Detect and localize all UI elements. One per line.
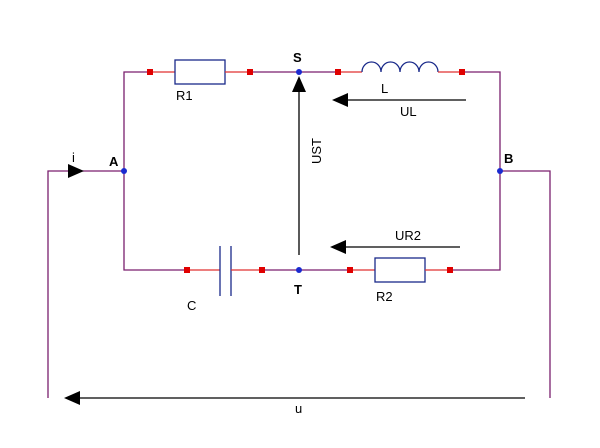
r2-label: R2 <box>376 289 393 304</box>
left-lead-wire <box>47 170 124 398</box>
u-label: u <box>295 401 302 416</box>
node-b-dot <box>497 168 503 174</box>
capacitor-label: C <box>187 298 196 313</box>
ust-label: UST <box>309 138 324 164</box>
ur2-label: UR2 <box>395 228 421 243</box>
terminal <box>259 267 265 273</box>
node-a-dot <box>121 168 127 174</box>
bottom-left-wire <box>123 171 187 271</box>
terminal <box>335 69 341 75</box>
outer-wires <box>47 71 551 398</box>
bottom-branch <box>187 246 450 296</box>
top-branch <box>150 59 462 85</box>
ul-arrow-head <box>332 93 348 107</box>
node-b-label: B <box>504 151 513 166</box>
terminal <box>347 267 353 273</box>
terminal <box>447 267 453 273</box>
ur2-arrow-head <box>330 240 346 254</box>
terminal <box>459 69 465 75</box>
current-i-label: i <box>72 150 75 165</box>
resistor-r2 <box>374 257 426 283</box>
terminal <box>184 267 190 273</box>
u-arrow-head <box>64 391 80 405</box>
node-t-label: T <box>294 282 302 297</box>
terminal <box>247 69 253 75</box>
ul-label: UL <box>400 104 417 119</box>
inductor-label: L <box>381 81 388 96</box>
current-i-arrow-head <box>68 164 84 178</box>
bottom-right-wire <box>450 171 501 271</box>
terminals <box>147 69 465 273</box>
right-lead-wire <box>500 170 551 398</box>
labels: A B S T i R1 R2 L C UL UR2 UST u <box>72 50 513 416</box>
resistor-r1 <box>174 59 226 85</box>
nodes <box>121 69 503 273</box>
top-left-wire <box>123 71 150 171</box>
inductor-l <box>361 61 439 73</box>
node-a-label: A <box>109 154 119 169</box>
ust-arrow-head <box>292 76 306 92</box>
terminal <box>147 69 153 75</box>
top-right-wire <box>462 71 501 171</box>
node-s-dot <box>296 69 302 75</box>
arrows <box>64 76 525 405</box>
r1-label: R1 <box>176 88 193 103</box>
node-s-label: S <box>293 50 302 65</box>
node-t-dot <box>296 267 302 273</box>
